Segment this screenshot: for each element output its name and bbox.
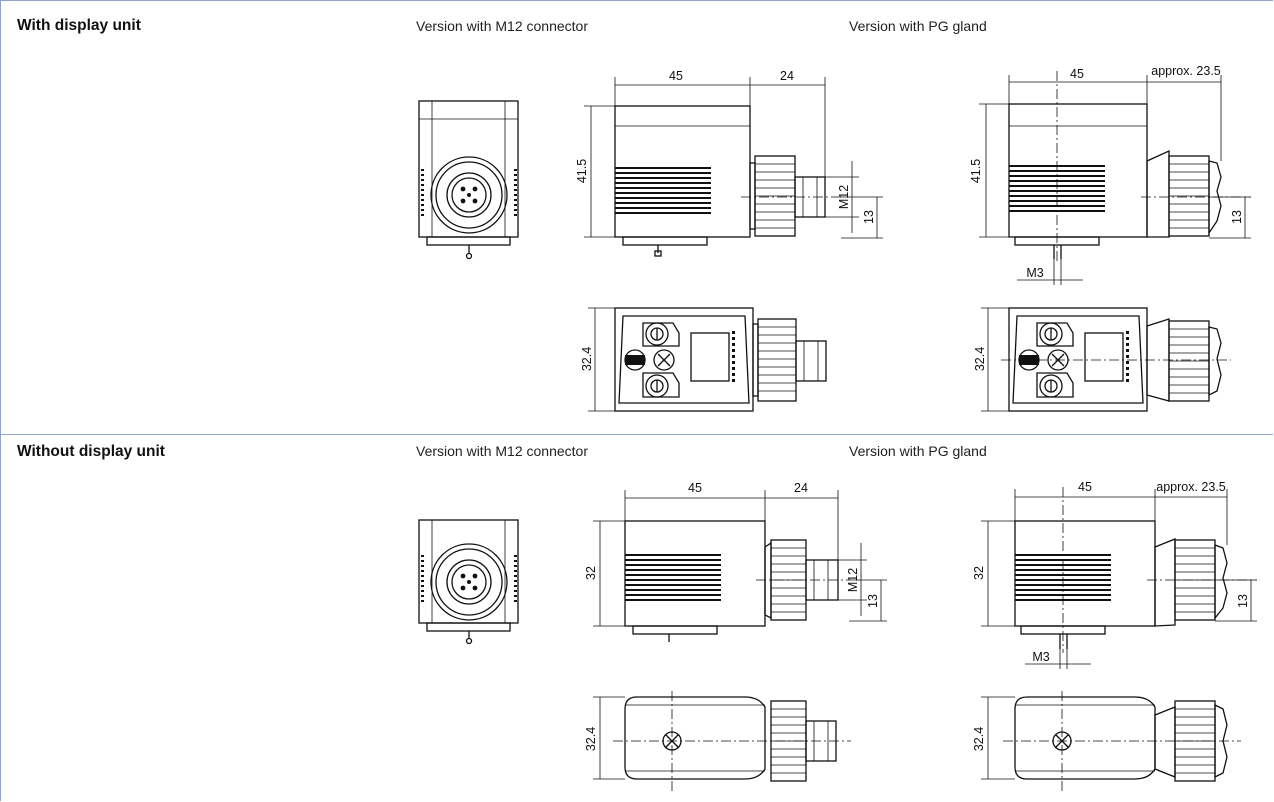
dim-width: 45	[669, 69, 683, 83]
dim-gland-length: approx. 23.5	[1151, 64, 1221, 78]
dim-offset: 13	[866, 594, 880, 608]
front-view-plain	[418, 519, 519, 645]
side-view-m12-plain	[593, 490, 887, 642]
dim-height: 32	[584, 566, 598, 580]
version-pg-label: Version with PG gland	[849, 443, 987, 459]
side-view-pg-display	[979, 71, 1251, 285]
dim-depth: 32.4	[580, 347, 594, 371]
dim-connector-length: 24	[794, 481, 808, 495]
front-view-display	[418, 100, 519, 260]
drawing-without-display: 45 24 32 M12 13 32.4	[418, 480, 1257, 791]
dim-offset: 13	[1230, 210, 1244, 224]
dim-width: 45	[688, 481, 702, 495]
drawing-with-display: 45 24 41.5 M12 13 32.4	[418, 64, 1251, 412]
section-without-display: Without display unit Version with M12 co…	[1, 434, 1273, 802]
top-view-m12-display	[588, 307, 827, 412]
dim-offset: 13	[862, 210, 876, 224]
dim-gland-length: approx. 23.5	[1156, 480, 1226, 494]
top-view-pg-display	[981, 307, 1231, 412]
top-view-pg-plain	[981, 691, 1241, 791]
top-view-m12-plain	[593, 691, 851, 791]
section-title: With display unit	[17, 17, 141, 34]
version-pg-label: Version with PG gland	[849, 18, 987, 34]
dim-width: 45	[1078, 480, 1092, 494]
dim-width: 45	[1070, 67, 1084, 81]
section-with-display: With display unit Version with M12 conne…	[1, 1, 1273, 433]
dim-screw: M3	[1032, 650, 1049, 664]
dim-height: 32	[972, 566, 986, 580]
dim-thread: M12	[837, 185, 851, 209]
dim-connector-length: 24	[780, 69, 794, 83]
dim-offset: 13	[1236, 594, 1250, 608]
section-title: Without display unit	[17, 443, 165, 460]
dim-depth: 32.4	[972, 727, 986, 751]
dim-height: 41.5	[575, 159, 589, 183]
version-m12-label: Version with M12 connector	[416, 443, 588, 459]
dim-thread: M12	[846, 568, 860, 592]
dim-height: 41.5	[969, 159, 983, 183]
dim-screw: M3	[1026, 266, 1043, 280]
side-view-pg-plain	[981, 487, 1257, 669]
dim-depth: 32.4	[584, 727, 598, 751]
version-m12-label: Version with M12 connector	[416, 18, 588, 34]
dim-depth: 32.4	[973, 347, 987, 371]
side-view-m12-display	[584, 77, 883, 257]
